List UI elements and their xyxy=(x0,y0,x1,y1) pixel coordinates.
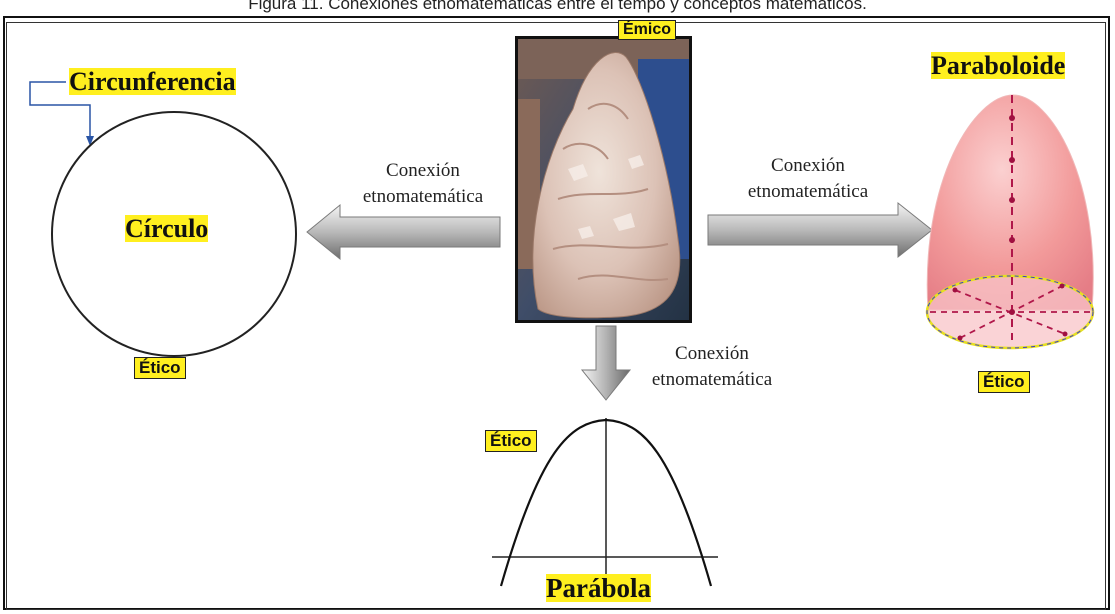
connection-label-right: Conexión etnomatemática xyxy=(728,153,888,205)
connection-right-line1: Conexión xyxy=(728,153,888,179)
etico-bottom-label: Ético xyxy=(485,430,537,452)
paraboloide-title: Paraboloide xyxy=(931,52,1065,79)
circulo-title: Círculo xyxy=(125,215,208,242)
connection-left-line1: Conexión xyxy=(343,158,503,184)
connection-right-line2: etnomatemática xyxy=(728,179,888,205)
connection-label-bottom: Conexión etnomatemática xyxy=(632,341,792,393)
connection-left-line2: etnomatemática xyxy=(343,184,503,210)
tempo-photo xyxy=(515,36,692,323)
right-arrow-icon xyxy=(708,203,932,257)
paraboloid-shape xyxy=(927,95,1093,348)
connection-label-left: Conexión etnomatemática xyxy=(343,158,503,210)
left-arrow-icon xyxy=(307,205,500,259)
down-arrow-icon xyxy=(582,326,630,400)
circunferencia-title: Circunferencia xyxy=(69,68,236,95)
etico-left-label: Ético xyxy=(134,357,186,379)
connection-bottom-line2: etnomatemática xyxy=(632,367,792,393)
etico-right-label: Ético xyxy=(978,371,1030,393)
parabola-title: Parábola xyxy=(546,574,651,602)
emico-label: Émico xyxy=(618,20,676,40)
connection-bottom-line1: Conexión xyxy=(632,341,792,367)
